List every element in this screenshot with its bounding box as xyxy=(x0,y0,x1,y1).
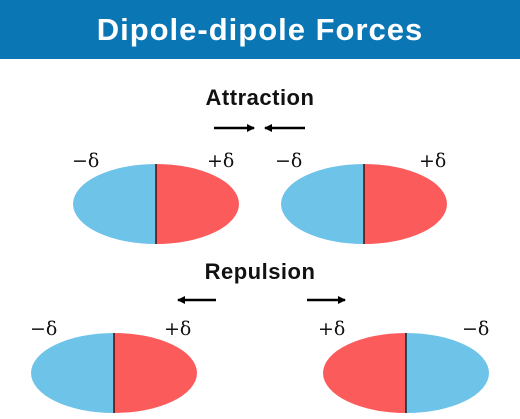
positive-pole xyxy=(156,164,239,244)
attraction-right-positive-label: +δ xyxy=(419,150,447,172)
attraction-dipole-left xyxy=(73,164,239,244)
attraction-right-negative-label: −δ xyxy=(275,150,303,172)
positive-pole xyxy=(114,333,197,413)
repulsion-left-negative-label: −δ xyxy=(30,318,58,340)
repulsion-right-negative-label: −δ xyxy=(462,318,490,340)
repulsion-title: Repulsion xyxy=(204,259,316,284)
page-title: Dipole-dipole Forces xyxy=(96,11,424,47)
positive-pole xyxy=(364,164,447,244)
repulsion-left-positive-label: +δ xyxy=(164,318,192,340)
negative-pole xyxy=(281,164,364,244)
header-banner: Dipole-dipole Forces xyxy=(0,0,520,59)
negative-pole xyxy=(406,333,489,413)
repulsion-dipole-left xyxy=(31,333,197,413)
repulsion-right-positive-label: +δ xyxy=(318,318,346,340)
positive-pole xyxy=(323,333,406,413)
attraction-dipole-right xyxy=(281,164,447,244)
attraction-left-positive-label: +δ xyxy=(207,150,235,172)
repulsion-dipole-right xyxy=(323,333,489,413)
negative-pole xyxy=(73,164,156,244)
negative-pole xyxy=(31,333,114,413)
attraction-left-negative-label: −δ xyxy=(72,150,100,172)
attraction-title: Attraction xyxy=(205,85,315,110)
